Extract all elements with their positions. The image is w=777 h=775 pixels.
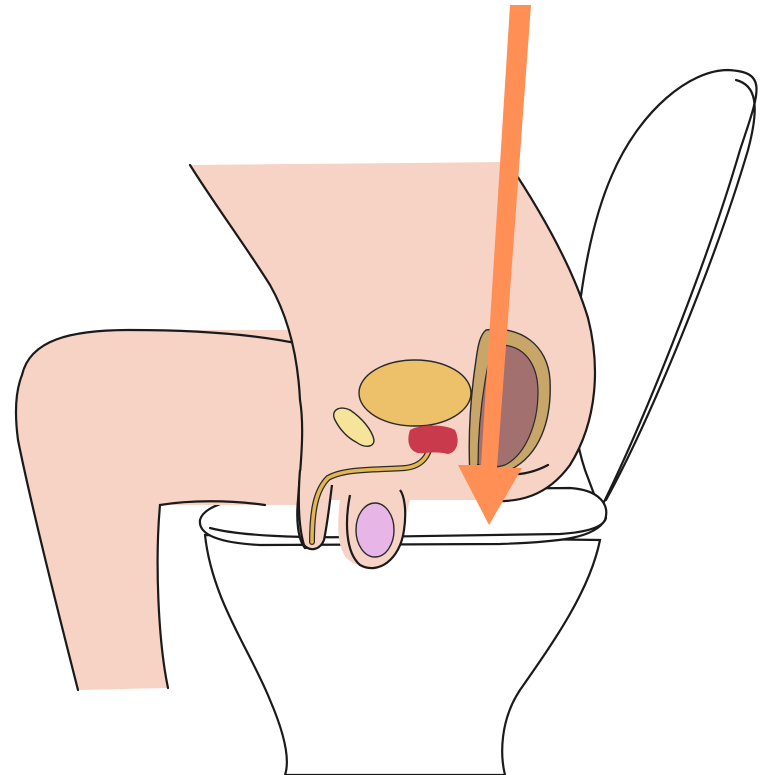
toilet-lid — [573, 70, 756, 510]
testis — [356, 503, 394, 557]
bladder — [359, 360, 471, 426]
prostate — [408, 426, 457, 455]
toilet-bowl — [205, 535, 600, 775]
